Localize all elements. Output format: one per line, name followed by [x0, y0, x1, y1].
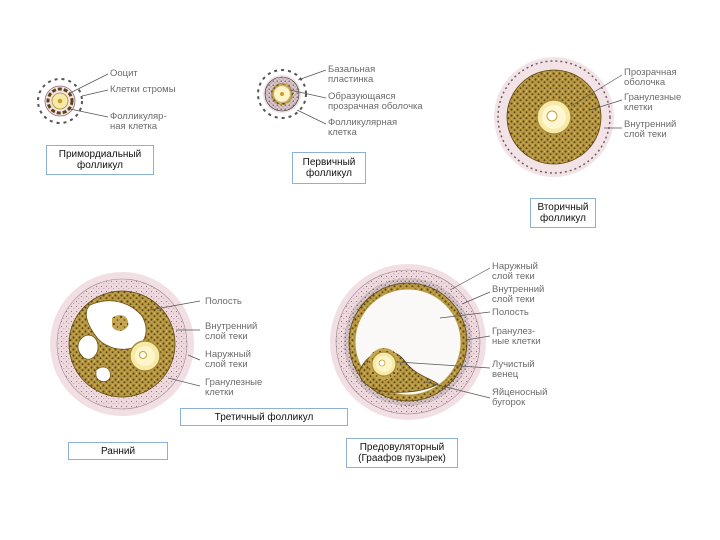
label-theca-externa-early: Наружный слой теки	[205, 349, 251, 370]
caption-primary: Первичный фолликул	[292, 152, 366, 184]
label-stroma-cells: Клетки стромы	[110, 84, 176, 95]
caption-preovulatory: Предовуляторный (Граафов пузырек)	[346, 438, 458, 468]
primary-follicle	[257, 69, 327, 125]
label-basal-lamina: Базальная пластинка	[328, 64, 376, 85]
label-granulosa-secondary: Гранулезные клетки	[624, 92, 682, 113]
label-theca-interna-secondary: Внутренний слой теки	[624, 119, 677, 140]
label-follicular-cell-primary: Фолликулярная клетка	[328, 117, 398, 138]
primordial-follicle	[37, 73, 109, 124]
label-cumulus-oophorus: Яйценосный бугорок	[492, 387, 548, 408]
label-cavity-early: Полость	[205, 296, 242, 307]
label-theca-externa-graaf: Наружный слой теки	[492, 261, 538, 282]
caption-primordial: Примордиальный фолликул	[46, 145, 154, 175]
label-granulosa-graaf: Гранулез- ные клетки	[492, 326, 541, 347]
caption-tertiary: Третичный фолликул	[180, 408, 348, 426]
label-oocyte: Ооцит	[110, 68, 138, 79]
label-zona-pellucida: Прозрачная оболочка	[624, 67, 677, 88]
label-cavity-graaf: Полость	[492, 307, 529, 318]
early-tertiary-follicle	[50, 272, 201, 416]
label-forming-zona: Образующаяся прозрачная оболочка	[328, 91, 423, 112]
label-theca-interna-graaf: Внутренний слой теки	[492, 284, 545, 305]
caption-early: Ранний	[68, 442, 168, 460]
label-corona-radiata: Лучистый венец	[492, 359, 535, 380]
secondary-follicle	[494, 57, 623, 177]
caption-secondary: Вторичный фолликул	[530, 198, 596, 228]
label-theca-interna-early: Внутренний слой теки	[205, 321, 258, 342]
label-follicular-cell: Фолликуляр- ная клетка	[110, 111, 167, 132]
label-granulosa-early: Гранулезные клетки	[205, 377, 263, 398]
preovulatory-follicle	[330, 264, 491, 420]
